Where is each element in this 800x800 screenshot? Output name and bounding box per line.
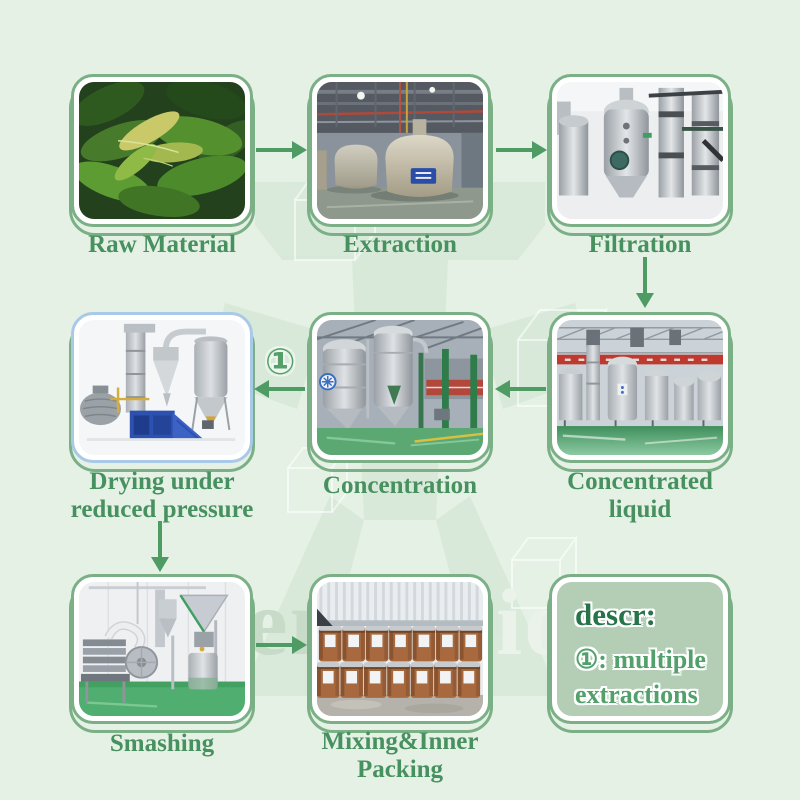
card-raw-material bbox=[69, 74, 255, 236]
step-label-extraction: Extraction bbox=[343, 231, 457, 258]
arrow-raw-material-to-extraction bbox=[256, 141, 307, 159]
step-label-concentrated-liquid: Concentrated liquid bbox=[567, 468, 713, 523]
arrow-concentration-to-drying bbox=[254, 380, 305, 398]
card-drying bbox=[69, 312, 255, 472]
card-frame bbox=[549, 74, 731, 227]
descr-box-inner: descr: ①: multiple extractions bbox=[557, 582, 723, 716]
circled-1-marker: ① bbox=[265, 342, 296, 383]
step-label-drying: Drying under reduced pressure bbox=[70, 468, 254, 523]
smashing-photo bbox=[79, 582, 245, 716]
arrow-concentrated-liquid-to-concentration bbox=[495, 380, 546, 398]
concentration-photo bbox=[317, 320, 483, 455]
concentrated-liquid-photo bbox=[557, 320, 723, 455]
card-smashing bbox=[69, 574, 255, 733]
card-filtration bbox=[547, 74, 733, 236]
card-concentrated-liquid bbox=[547, 312, 733, 472]
extraction-photo bbox=[317, 82, 483, 219]
card-frame bbox=[71, 574, 253, 724]
arrow-smashing-to-mixing bbox=[256, 636, 307, 654]
card-frame bbox=[309, 574, 491, 724]
arrow-extraction-to-filtration bbox=[496, 141, 547, 159]
arrow-filtration-to-concentrated-liquid bbox=[636, 257, 654, 308]
card-mixing-inner-packing bbox=[307, 574, 493, 733]
card-frame bbox=[71, 312, 253, 463]
card-frame bbox=[549, 312, 731, 463]
card-frame bbox=[71, 74, 253, 227]
arrow-drying-to-smashing bbox=[151, 521, 169, 572]
descr-note: ①: multiple extractions bbox=[575, 645, 706, 710]
drying-photo bbox=[79, 320, 245, 455]
step-label-mixing-inner-packing: Mixing&Inner Packing bbox=[321, 728, 479, 783]
raw-material-photo bbox=[79, 82, 245, 219]
card-frame bbox=[309, 74, 491, 227]
step-label-filtration: Filtration bbox=[588, 231, 692, 258]
step-label-raw-material: Raw Material bbox=[88, 231, 236, 258]
card-frame bbox=[309, 312, 491, 463]
mixing-packing-photo bbox=[317, 582, 483, 716]
descr-heading: descr: bbox=[575, 597, 656, 632]
card-frame: descr: ①: multiple extractions bbox=[549, 574, 731, 724]
card-concentration bbox=[307, 312, 493, 472]
step-label-concentration: Concentration bbox=[322, 472, 478, 499]
descr-box: descr: ①: multiple extractions bbox=[547, 574, 733, 733]
card-extraction bbox=[307, 74, 493, 236]
filtration-photo bbox=[557, 82, 723, 219]
step-label-smashing: Smashing bbox=[109, 730, 215, 757]
